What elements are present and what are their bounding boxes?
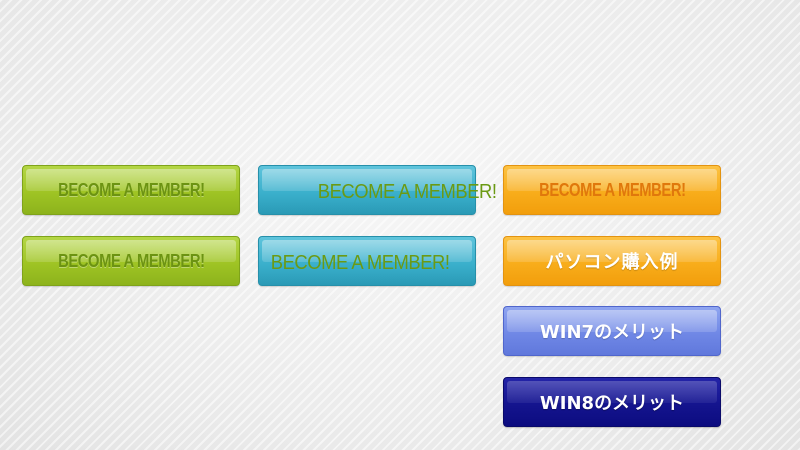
become-member-button-green-1[interactable]: BECOME A MEMBER! [22,165,240,215]
button-label: WIN7のメリット [539,322,685,343]
button-label: WIN8のメリット [539,393,685,414]
become-member-button-teal-2[interactable]: BECOME A MEMBER! [258,236,476,286]
become-member-button-green-2[interactable]: BECOME A MEMBER! [22,236,240,286]
button-label: BECOME A MEMBER! [57,250,205,271]
button-label: BECOME A MEMBER! [270,251,450,274]
win7-merits-button[interactable]: WIN7のメリット [503,306,721,356]
become-member-button-orange[interactable]: BECOME A MEMBER! [503,165,721,215]
button-label: BECOME A MEMBER! [538,179,686,200]
button-label: パソコン購入例 [545,252,679,273]
become-member-button-teal-1[interactable]: BECOME A MEMBER! [258,165,497,215]
button-label: BECOME A MEMBER! [317,180,497,203]
pc-purchase-example-button[interactable]: パソコン購入例 [503,236,721,286]
win8-merits-button[interactable]: WIN8のメリット [503,377,721,427]
button-label: BECOME A MEMBER! [57,179,205,200]
